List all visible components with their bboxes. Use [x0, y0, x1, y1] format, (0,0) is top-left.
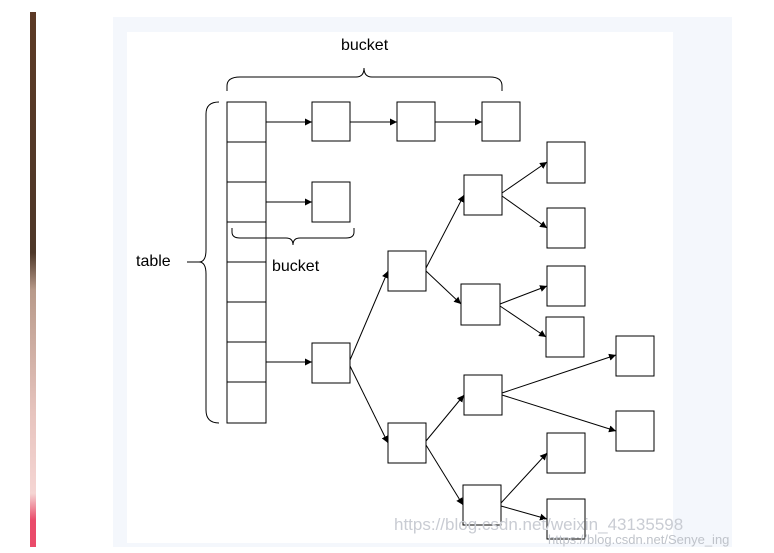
list-node [396, 101, 436, 142]
tree-arrow [501, 195, 548, 229]
tree-node [463, 174, 503, 216]
tree-arrow [501, 394, 617, 433]
tree-node [615, 335, 655, 377]
top-bucket-brace [226, 67, 503, 91]
tree-node [463, 374, 503, 416]
table-column [226, 101, 267, 424]
tree-node [546, 207, 586, 249]
tree-node [546, 432, 586, 474]
list-node [311, 101, 351, 142]
tree-node [615, 410, 655, 452]
table-slot [226, 141, 267, 183]
tree-node [546, 141, 586, 184]
tree-arrow [500, 505, 548, 521]
tree-arrow [501, 353, 617, 394]
tree-arrow [499, 285, 548, 305]
tree-node [545, 316, 585, 358]
tree-node [387, 422, 427, 464]
tree-arrow [500, 452, 548, 504]
table-slot [226, 301, 267, 343]
tree-arrow [349, 365, 389, 444]
top-bucket-label: bucket [341, 37, 389, 54]
table-label: table [136, 253, 171, 270]
middle-bucket-brace [231, 228, 355, 246]
tree-arrow [425, 444, 464, 506]
tree-arrow [425, 270, 462, 305]
red-black-tree [266, 141, 655, 540]
tree-node-root [311, 342, 351, 384]
linked-list-single [266, 181, 351, 223]
tree-arrow [425, 394, 465, 442]
table-slot [226, 381, 267, 424]
tree-node [460, 283, 501, 326]
tree-node [387, 250, 427, 292]
table-slot [226, 341, 267, 383]
tree-arrow [501, 161, 548, 194]
table-slot [226, 261, 267, 303]
watermark-primary: https://blog.csdn.net/weixin_43135598 [394, 515, 683, 534]
linked-list-top [266, 101, 521, 142]
tree-arrow [425, 194, 465, 269]
list-node [481, 101, 521, 142]
watermark-secondary: https://blog.csdn.net/Senye_ing [548, 532, 729, 547]
table-slot [226, 181, 267, 223]
tree-arrow [349, 270, 389, 361]
diagram-canvas [127, 32, 673, 543]
table-brace [198, 101, 220, 424]
table-slot [226, 221, 267, 263]
middle-bucket-label: bucket [272, 258, 320, 275]
page-left-edge-strip [30, 12, 36, 547]
table-slot [226, 101, 267, 143]
tree-node [546, 265, 586, 307]
list-node [311, 181, 351, 223]
tree-arrow [499, 305, 547, 338]
